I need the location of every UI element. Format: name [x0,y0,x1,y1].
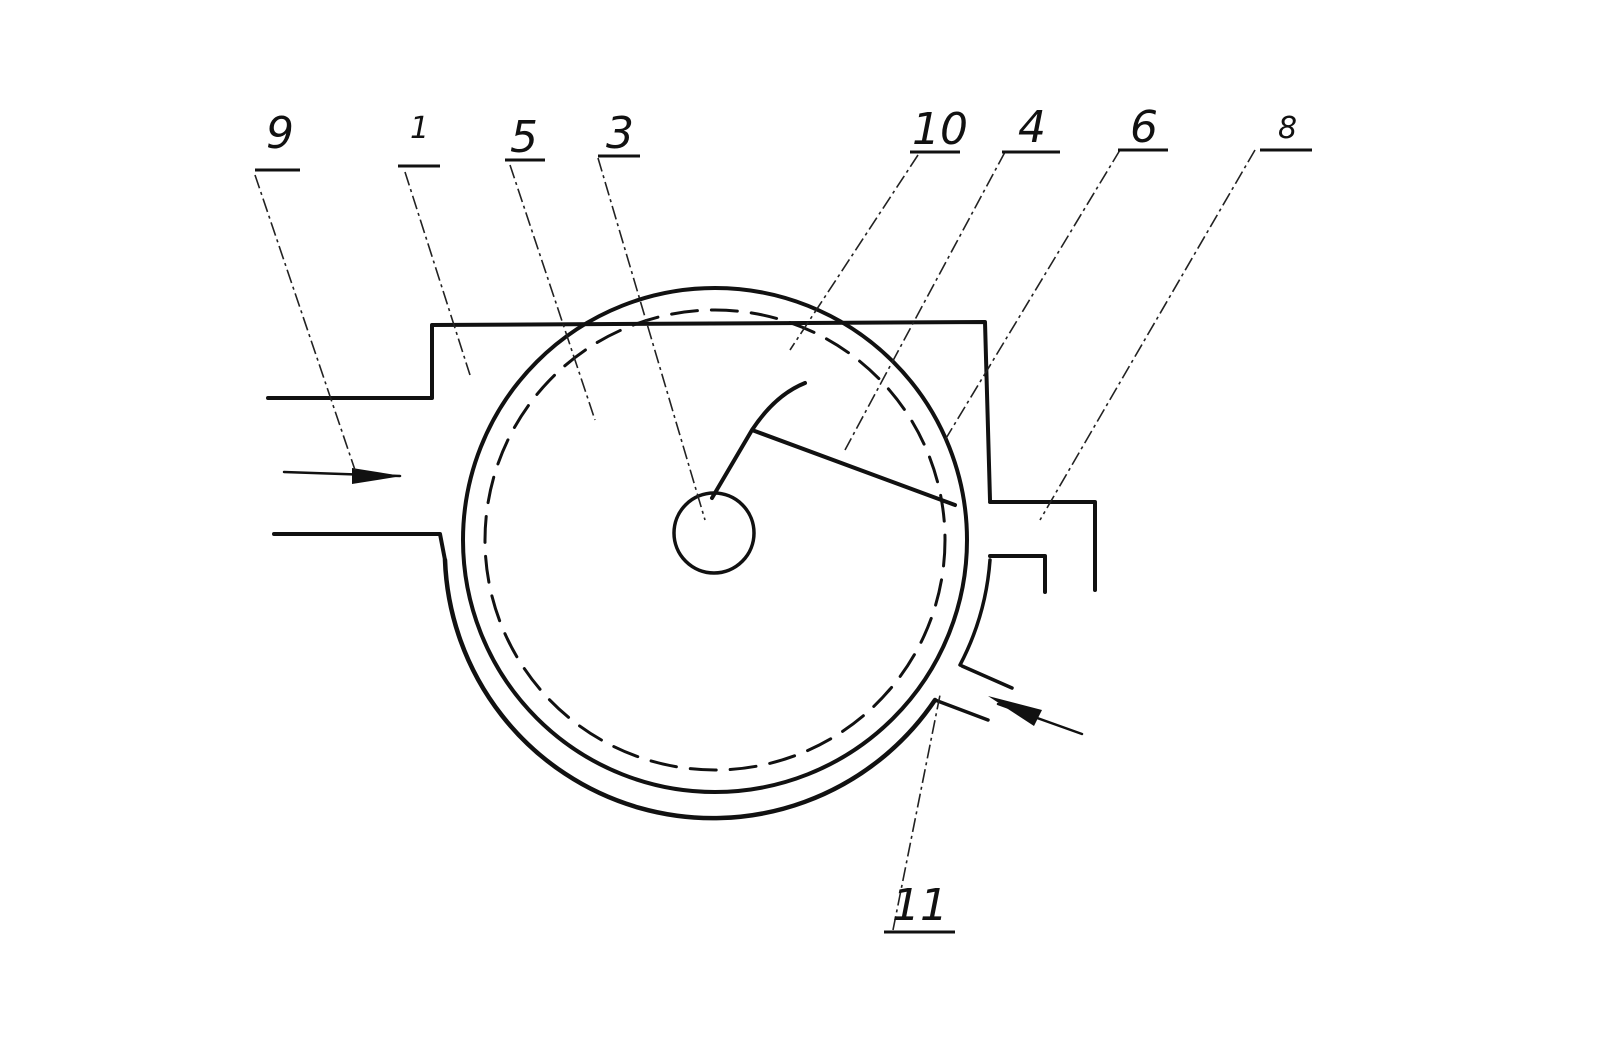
leader-8 [1039,149,1256,521]
leader-9 [254,174,356,471]
outer-casing-right [958,558,992,667]
inlet-lower-wall [272,532,447,562]
leader-5 [509,164,596,421]
leader-11 [892,694,941,931]
leader-6 [944,149,1121,441]
rotor-inner-dashed-circle [483,308,947,772]
label-3: 3 [606,108,634,159]
secondary-arrow [988,696,1084,736]
secondary-nozzle [933,664,1014,722]
label-10: 10 [912,104,968,155]
label-8: 8 [1278,111,1297,146]
label-11: 11 [892,880,948,931]
housing-outline [266,320,992,502]
outlet-nozzle [988,500,1097,594]
shaft-hub [672,491,756,575]
outer-casing-arc [442,557,938,821]
label-4: 4 [1018,102,1046,153]
leader-3 [597,157,706,521]
label-9: 9 [266,108,294,159]
rotor-circle [461,286,969,794]
label-5: 5 [510,112,538,163]
rotor-vane [710,381,957,507]
label-1: 1 [410,111,429,146]
leader-10 [789,154,919,351]
label-6: 6 [1130,102,1158,153]
leader-4 [844,151,1006,451]
leader-1 [404,171,471,376]
inlet-arrow [282,468,402,484]
